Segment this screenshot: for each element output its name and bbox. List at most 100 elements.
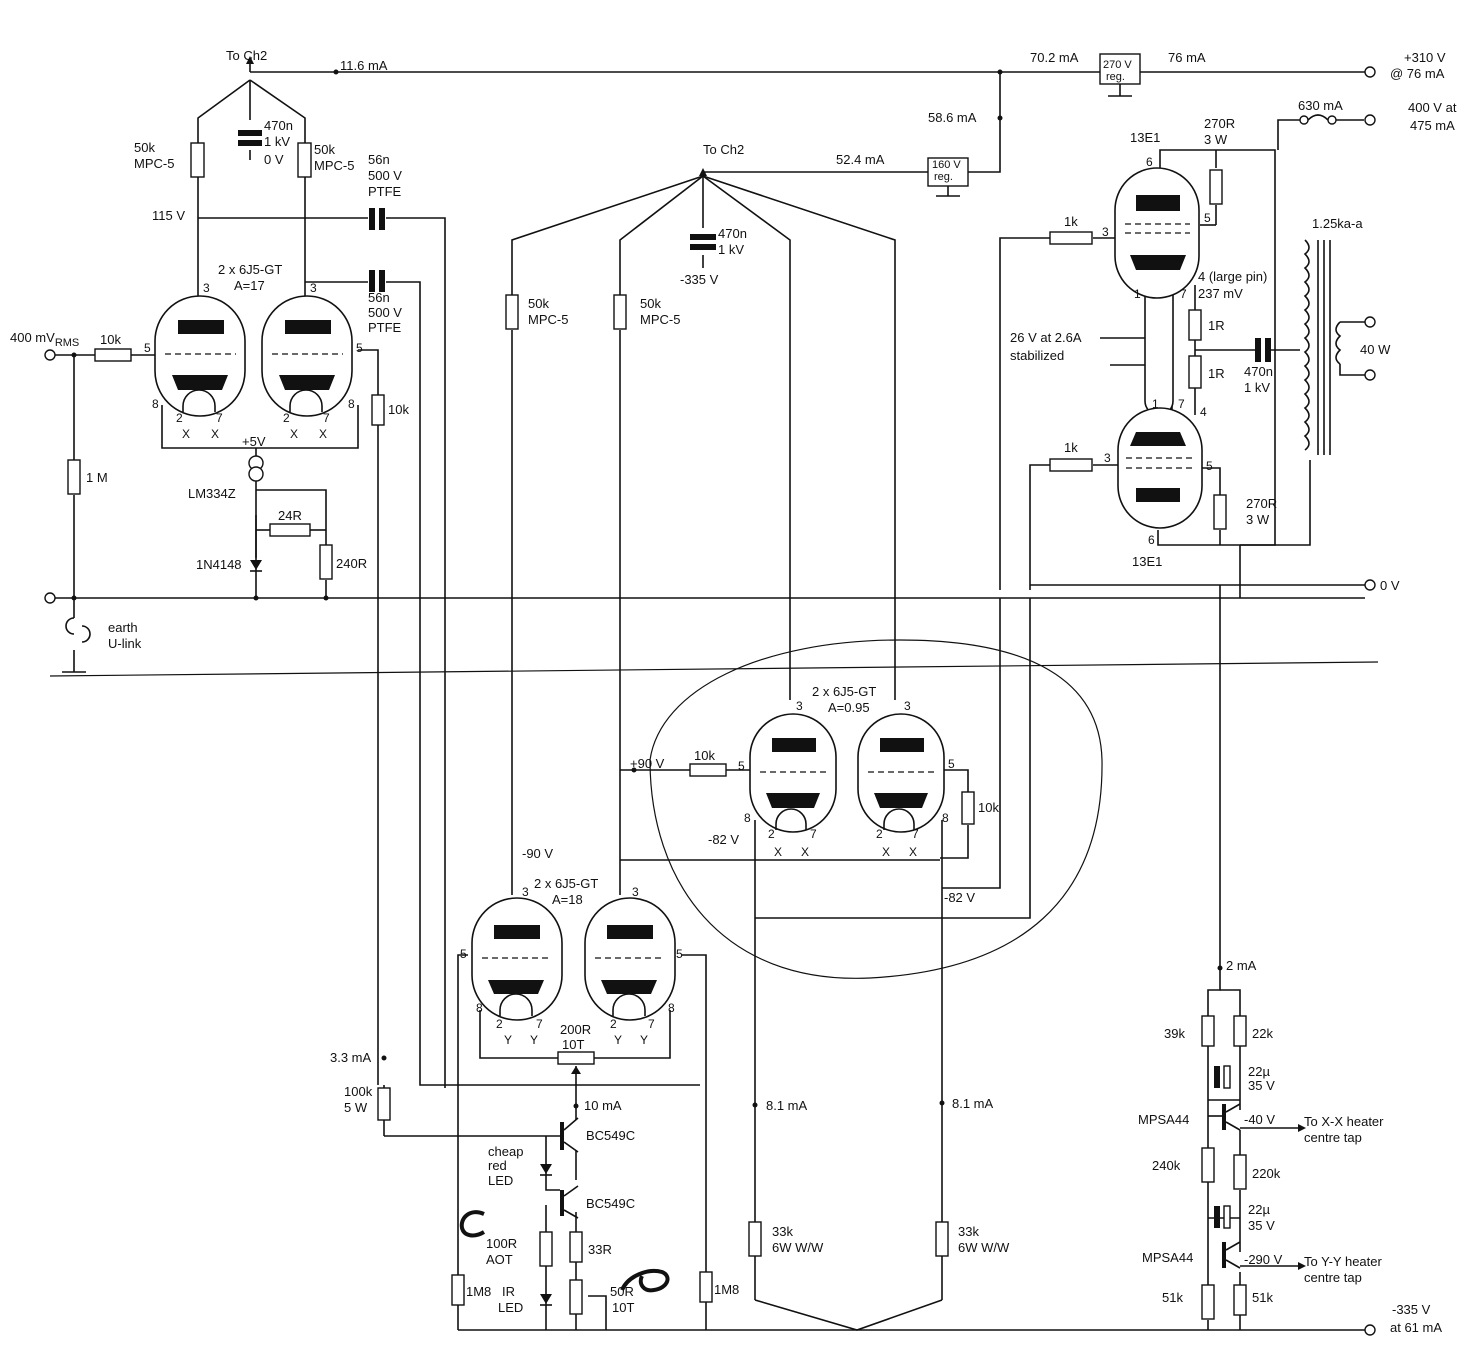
svg-text:3: 3 <box>310 281 317 295</box>
svg-text:X: X <box>909 845 917 859</box>
led-red-line3: LED <box>488 1173 513 1188</box>
r-51k-a-label: 51k <box>1162 1290 1183 1305</box>
r-270r-top-watt: 3 W <box>1204 132 1228 147</box>
resistor-50k-b <box>297 142 312 178</box>
svg-text:3: 3 <box>904 699 911 713</box>
led-ir <box>540 1294 552 1306</box>
r-1r-b-label: 1R <box>1208 366 1225 381</box>
svg-text:6: 6 <box>1146 155 1153 169</box>
trimmer-50r <box>569 1279 583 1315</box>
input-stage-wiring <box>50 79 700 1088</box>
lm334-label: LM334Z <box>188 486 236 501</box>
capacitor-56n-a <box>369 208 385 230</box>
svg-text:3: 3 <box>796 699 803 713</box>
resistor-51k-b <box>1233 1284 1247 1316</box>
ir-led-label: LED <box>498 1300 523 1315</box>
trimmer-wiper <box>571 1066 581 1074</box>
input-level: 400 mVRMS <box>10 330 79 349</box>
svg-text:8: 8 <box>744 811 751 825</box>
c-56n-a-voltage: 500 V <box>368 168 402 183</box>
resistor-51k-a <box>1201 1284 1215 1320</box>
to-ch2-label-a: To Ch2 <box>226 48 267 63</box>
r-50k-driver-a-type: MPC-5 <box>528 312 568 327</box>
svg-text:8: 8 <box>942 811 949 825</box>
svg-text:Y: Y <box>504 1033 512 1047</box>
c-470n-output-value: 470n <box>1244 364 1273 379</box>
resistor-33k-b <box>935 1221 949 1257</box>
to-yy-label: To Y-Y heater <box>1304 1254 1382 1269</box>
svg-text:8: 8 <box>152 397 159 411</box>
c-56n-a-value: 56n <box>368 152 390 167</box>
v-82-b: -82 V <box>944 890 975 905</box>
r-10k-b-label: 10k <box>388 402 409 417</box>
current-2: 2 mA <box>1226 958 1257 973</box>
input-tube-label: 2 x 6J5-GT <box>218 262 282 277</box>
current-11-6: 11.6 mA <box>340 58 388 73</box>
tube-13e1-top-label: 13E1 <box>1130 130 1160 145</box>
out-400-label: 400 V at <box>1408 100 1457 115</box>
r-22k-label: 22k <box>1252 1026 1273 1041</box>
svg-text:5: 5 <box>948 757 955 771</box>
capacitor-470n-input <box>238 130 262 146</box>
resistor-10k-b <box>371 394 385 426</box>
tube-6j5-input-a <box>154 295 246 417</box>
r-33r-value: 33R <box>588 1242 612 1257</box>
out-310-label: +310 V <box>1404 50 1446 65</box>
svg-text:7: 7 <box>1180 287 1187 301</box>
c-56n-b-value: 56n <box>368 290 390 305</box>
r-39k-label: 39k <box>1164 1026 1185 1041</box>
resistor-50k-driver-b <box>613 294 627 330</box>
pin-note: 4 (large pin) <box>1198 269 1267 284</box>
r-33k-a-value: 33k <box>772 1224 793 1239</box>
svg-text:2: 2 <box>176 411 183 425</box>
current-58-6: 58.6 mA <box>928 110 977 125</box>
r-50k-a-value: 50k <box>134 140 155 155</box>
transistor-bc549c-a <box>560 1117 579 1153</box>
c-470n-input-ground: 0 V <box>264 152 284 167</box>
transistor-mpsa44-a <box>1222 1103 1241 1131</box>
svg-text:X: X <box>182 427 190 441</box>
r-10k-ltp-b-label: 10k <box>978 800 999 815</box>
svg-text:2: 2 <box>610 1017 617 1031</box>
ulink-label: U-link <box>108 636 142 651</box>
r-1m8-a-label: 1M8 <box>466 1284 491 1299</box>
tube-6j5-ltp-a <box>749 713 837 833</box>
input-terminal <box>44 349 56 361</box>
v-neg90: -90 V <box>522 846 553 861</box>
c-56n-b-voltage: 500 V <box>368 305 402 320</box>
diode-label: 1N4148 <box>196 557 242 572</box>
resistor-22k <box>1233 1015 1247 1047</box>
out-neg335-current: at 61 mA <box>1390 1320 1442 1335</box>
ltp-wiring <box>620 598 1031 1331</box>
resistor-240k <box>1201 1147 1215 1183</box>
resistor-1k-bottom <box>1049 458 1093 472</box>
svg-text:Y: Y <box>530 1033 538 1047</box>
resistor-33k-a <box>748 1221 762 1257</box>
ltp-tube-label: 2 x 6J5-GT <box>812 684 876 699</box>
capacitor-22u-b <box>1214 1205 1231 1229</box>
transistor-mpsa44-b <box>1222 1241 1241 1269</box>
r-51k-b-label: 51k <box>1252 1290 1273 1305</box>
resistor-39k <box>1201 1015 1215 1047</box>
svg-text:5: 5 <box>676 947 683 961</box>
current-3-3: 3.3 mA <box>330 1050 372 1065</box>
svg-text:5: 5 <box>1204 211 1211 225</box>
zero-volt-rail <box>44 579 1379 677</box>
r-1r-a-label: 1R <box>1208 318 1225 333</box>
v-90-ltp: +90 V <box>630 756 665 771</box>
svg-text:Y: Y <box>640 1033 648 1047</box>
reg-160-label: 160 V <box>932 159 961 171</box>
svg-text:7: 7 <box>323 411 330 425</box>
resistor-1k-top <box>1049 231 1093 245</box>
r-1k-top-label: 1k <box>1064 214 1078 229</box>
v-115: 115 V <box>152 208 185 223</box>
current-76: 76 mA <box>1168 50 1206 65</box>
tube-6j5-cathode-b <box>584 897 676 1021</box>
resistor-270r-top <box>1209 169 1223 205</box>
out-400-current: 475 mA <box>1410 118 1455 133</box>
c-22u-b-voltage: 35 V <box>1248 1218 1275 1233</box>
trimmer-200r-turns: 10T <box>562 1037 584 1052</box>
heater-bias-wiring <box>942 960 1365 1331</box>
svg-text:5: 5 <box>1206 459 1213 473</box>
